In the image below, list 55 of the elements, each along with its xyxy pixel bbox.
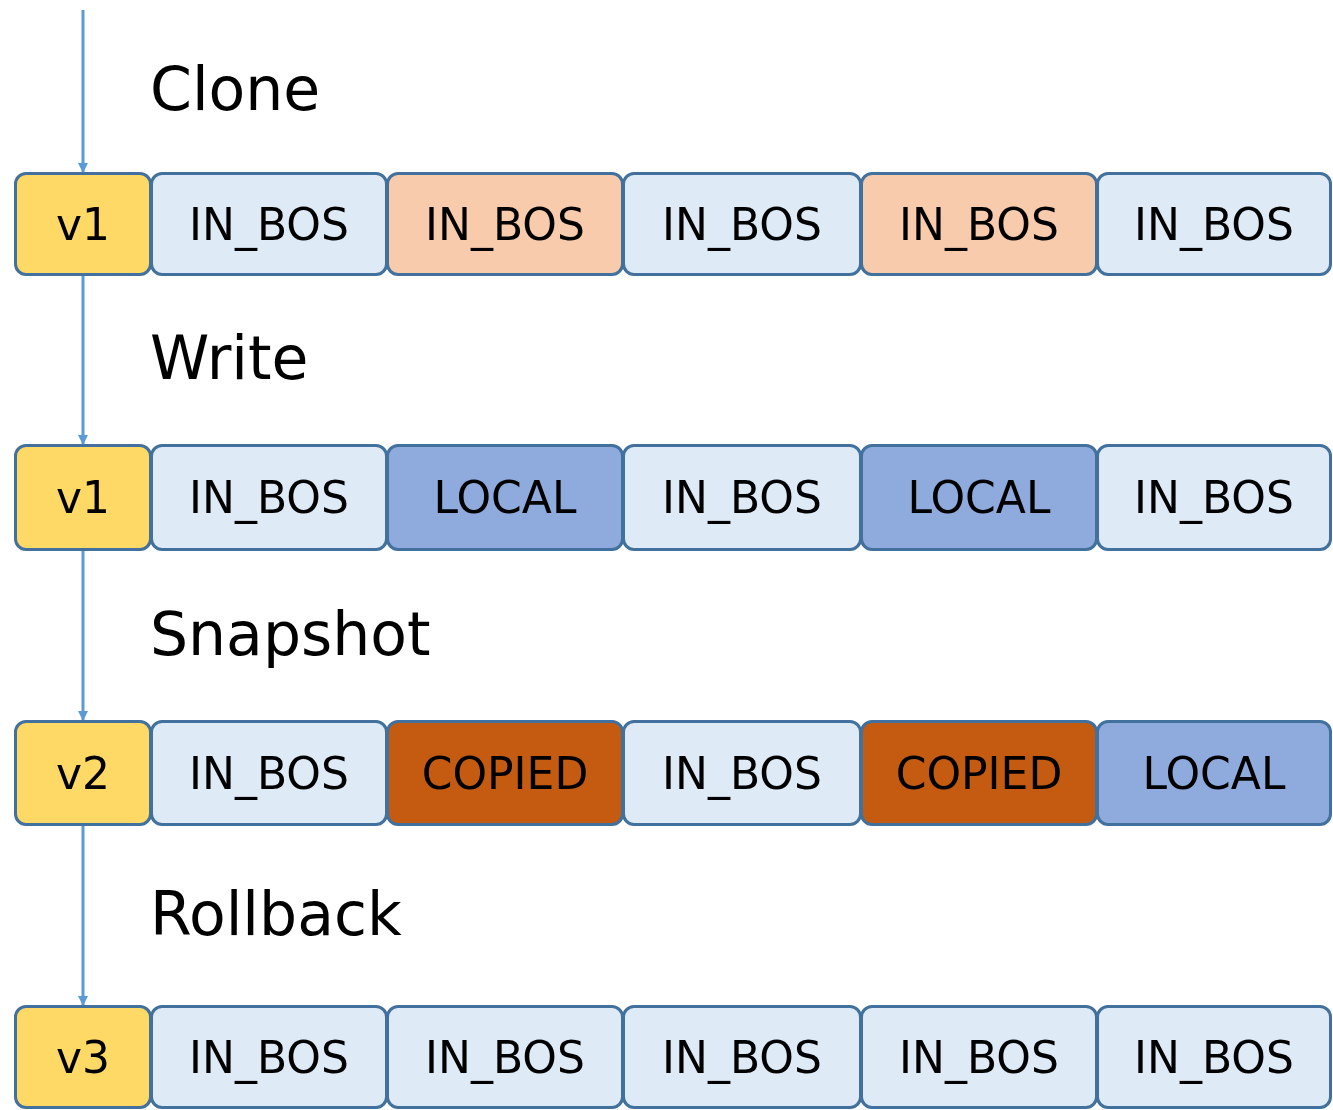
block-state-box (150, 444, 388, 551)
block-state-box (860, 172, 1098, 276)
box-label: IN_BOS (662, 1031, 822, 1083)
box-label: IN_BOS (899, 198, 1059, 250)
box-label: v1 (55, 198, 110, 250)
box-label: IN_BOS (662, 198, 822, 250)
version-box (14, 1005, 152, 1109)
box-label: IN_BOS (189, 472, 349, 523)
arrow (78, 10, 88, 173)
block-state-box (622, 172, 862, 276)
block-state-box (860, 720, 1098, 826)
block-state-box (622, 1005, 862, 1109)
block-state-box (622, 720, 862, 826)
box-label: IN_BOS (662, 747, 822, 799)
box-label: IN_BOS (1134, 472, 1294, 523)
box-label: IN_BOS (1134, 198, 1294, 250)
block-state-box (386, 720, 624, 826)
block-state-box (860, 1005, 1098, 1109)
box-label: LOCAL (907, 472, 1051, 523)
box-label: v1 (55, 472, 110, 523)
version-box (14, 444, 152, 551)
block-state-box (1096, 172, 1332, 276)
edge-label: Clone (150, 59, 321, 119)
box-label: LOCAL (1142, 747, 1286, 799)
box-label: IN_BOS (189, 1031, 349, 1083)
block-state-box (386, 172, 624, 276)
block-state-box (1096, 720, 1332, 826)
arrow (78, 276, 88, 445)
box-label: v3 (55, 1031, 110, 1083)
arrow (78, 551, 88, 721)
box-label: IN_BOS (189, 198, 349, 250)
box-label: IN_BOS (425, 1031, 585, 1083)
version-box (14, 720, 152, 826)
edge-label: Write (150, 328, 309, 388)
box-label: LOCAL (433, 472, 577, 523)
box-label: COPIED (421, 747, 589, 799)
version-box (14, 172, 152, 276)
box-label: IN_BOS (1134, 1031, 1294, 1083)
arrow (78, 826, 88, 1006)
block-state-box (1096, 1005, 1332, 1109)
box-label: IN_BOS (189, 747, 349, 799)
block-state-box (150, 1005, 388, 1109)
box-label: v2 (55, 747, 110, 799)
edge-label: Rollback (150, 883, 402, 944)
box-label: IN_BOS (662, 472, 822, 523)
box-label: IN_BOS (425, 198, 585, 250)
block-state-box (386, 1005, 624, 1109)
block-state-box (150, 720, 388, 826)
block-state-box (386, 444, 624, 551)
box-label: IN_BOS (899, 1031, 1059, 1083)
block-state-box (622, 444, 862, 551)
block-state-box (1096, 444, 1332, 551)
box-label: COPIED (895, 747, 1063, 799)
block-state-box (860, 444, 1098, 551)
block-state-box (150, 172, 388, 276)
